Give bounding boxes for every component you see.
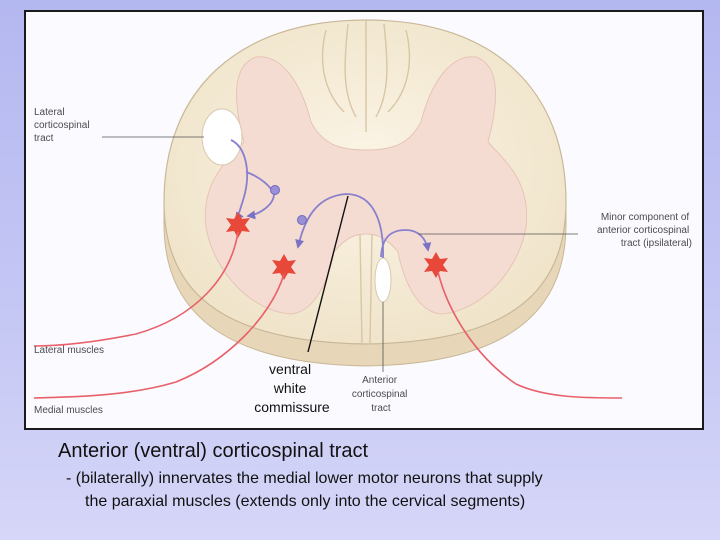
caption-line-1: - (bilaterally) innervates the medial lo…: [66, 470, 543, 487]
label-ventral-white-commissure: ventral white commissure: [254, 361, 330, 415]
interneuron-left-medial: [297, 215, 307, 225]
leader-ventral-commissure: [307, 195, 349, 353]
motor-neuron-medial-right: [424, 252, 448, 278]
label-minor-component: Minor component of anterior corticospina…: [597, 212, 692, 249]
motor-neuron-lateral: [226, 212, 250, 238]
label-lateral-muscles: Lateral muscles: [34, 345, 104, 356]
label-medial-muscles: Medial muscles: [34, 405, 103, 416]
caption-line-2: the paraxial muscles (extends only into …: [85, 493, 526, 511]
axon-medial-right: [437, 271, 623, 399]
caption-title: Anterior (ventral) corticospinal tract: [58, 440, 369, 462]
spinal-cord-figure: Lateral corticospinal tract Minor compon…: [24, 10, 704, 430]
anterior-tract-crossing-fiber: [295, 193, 384, 259]
caption-body: - (bilaterally) innervates the medial lo…: [66, 467, 686, 513]
label-lateral-corticospinal-tract: Lateral corticospinal tract: [34, 107, 92, 144]
posterior-median-sulcus: [321, 20, 411, 132]
axon-medial-left: [33, 273, 285, 399]
anterior-tract-ipsilateral-fiber: [380, 229, 432, 258]
interneuron-left-upper: [270, 185, 280, 195]
lateral-corticospinal-tract-region: [201, 108, 243, 166]
axon-lateral-muscles: [33, 231, 239, 347]
anterior-median-fissure: [359, 233, 373, 345]
label-anterior-corticospinal-tract: Anterior corticospinal tract: [352, 375, 410, 414]
motor-neuron-medial-left: [272, 254, 296, 280]
grey-matter: [204, 56, 528, 315]
anterior-corticospinal-tract-region: [374, 257, 392, 303]
spinal-cord-diagram: Lateral corticospinal tract Minor compon…: [33, 19, 692, 416]
